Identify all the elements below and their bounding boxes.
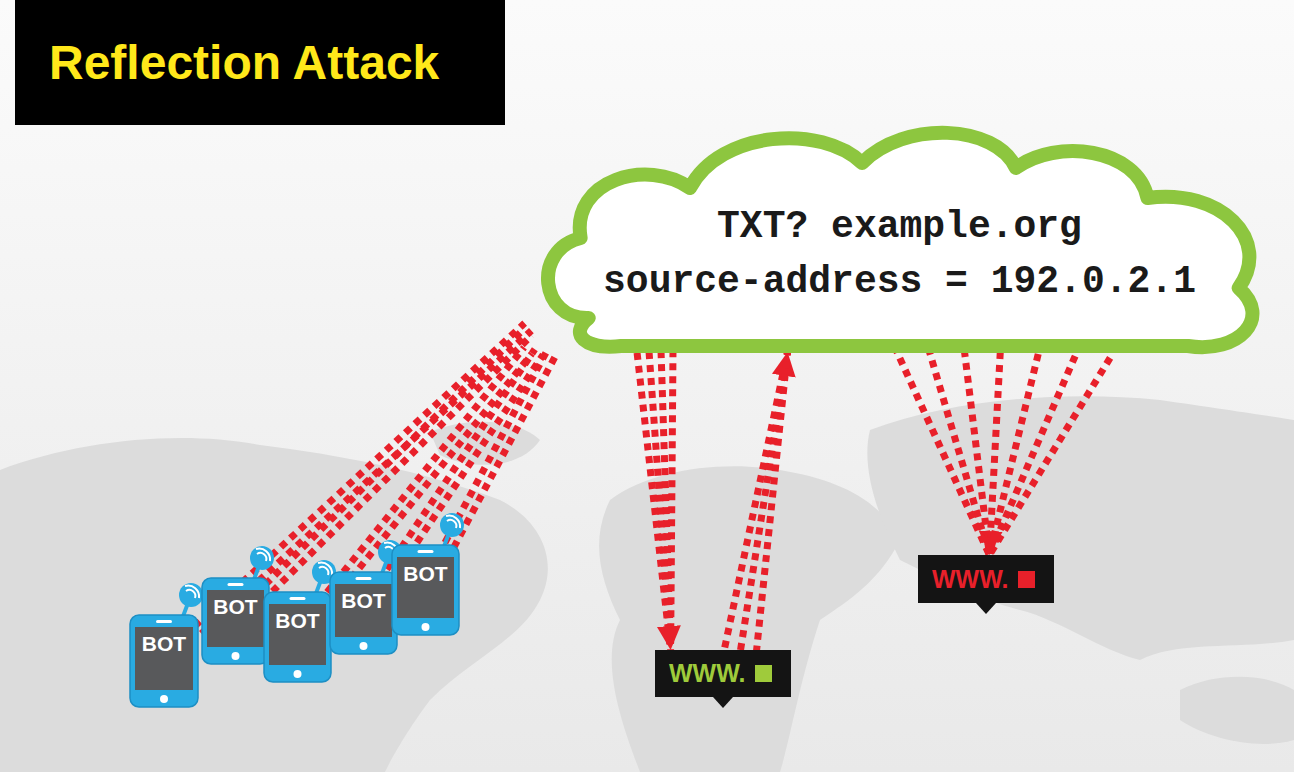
traffic-strand <box>671 350 673 650</box>
phone-icon <box>264 592 331 682</box>
dotted-traffic-arrow <box>445 350 556 548</box>
phone-speaker <box>156 620 172 623</box>
phone-drawing <box>330 540 402 654</box>
bot-label: BOT <box>341 589 385 613</box>
bot-label: BOT <box>275 609 319 633</box>
signal-wave <box>256 549 270 561</box>
traffic-strand <box>265 328 524 584</box>
traffic-strand <box>894 346 989 555</box>
phone-speaker <box>228 583 244 586</box>
bot-phone: BOT <box>130 615 198 707</box>
signal-wave <box>446 516 460 528</box>
title-banner: Reflection Attack <box>15 0 505 125</box>
phone-button <box>294 670 302 678</box>
signal-wave <box>257 553 266 561</box>
phone-body <box>392 545 459 635</box>
phone-body <box>330 572 397 654</box>
phone-screen <box>335 584 392 637</box>
antenna-dish <box>250 546 274 570</box>
phone-drawing <box>202 546 274 664</box>
dotted-traffic-arrow <box>894 346 1110 555</box>
signal-wave <box>185 586 199 598</box>
continent <box>0 438 548 772</box>
phone-body <box>202 578 269 664</box>
dotted-traffic-arrow <box>637 350 673 650</box>
phone-button <box>232 652 240 660</box>
phone-body <box>264 592 331 682</box>
phone-drawing <box>392 513 464 635</box>
traffic-strand <box>637 353 671 650</box>
screen-label: BOT <box>330 589 397 613</box>
dns-query-text: source-address = 192.0.2.1 <box>603 254 1196 309</box>
phone-button <box>160 695 168 703</box>
traffic-strand <box>989 358 1110 555</box>
phone-icon <box>202 578 269 664</box>
signal-wave <box>318 563 332 575</box>
bot-phone: BOT <box>264 592 331 682</box>
dotted-traffic-arrow <box>725 352 788 652</box>
traffic-strand <box>989 352 1000 555</box>
phone-icon <box>392 545 459 635</box>
signal-wave <box>447 520 456 528</box>
traffic-strand <box>756 352 787 652</box>
screen-label: BOT <box>202 595 269 619</box>
phone-button <box>422 623 430 631</box>
phone-speaker <box>290 597 306 600</box>
phone-icon <box>130 615 198 707</box>
phone-speaker <box>356 577 372 580</box>
phone-drawing <box>130 583 203 707</box>
continent <box>599 466 900 772</box>
antenna-dish <box>440 513 464 537</box>
phone-icon <box>330 572 397 654</box>
dotted-traffic-arrow <box>387 349 543 575</box>
phone-body <box>130 615 198 707</box>
continent <box>1180 677 1294 744</box>
traffic-strand <box>395 355 543 575</box>
signal-wave <box>186 590 195 598</box>
traffic-strand <box>725 352 788 648</box>
tag-pointer <box>713 697 733 708</box>
screen-label: BOT <box>392 562 459 586</box>
screen-label: BOT <box>264 609 331 633</box>
web-server-tag: WWW. <box>918 555 1054 603</box>
phone-drawing <box>264 560 336 682</box>
status-square <box>755 665 772 682</box>
bot-label: BOT <box>403 562 447 586</box>
tag-pointer <box>976 603 996 614</box>
cloud-text-block: TXT? example.orgsource-address = 192.0.2… <box>528 118 1271 352</box>
traffic-strand <box>445 350 548 543</box>
diagram-title: Reflection Attack <box>49 35 439 90</box>
cloud-shape <box>548 133 1252 347</box>
phone-screen <box>397 557 454 618</box>
dns-query-text: TXT? example.org <box>717 199 1082 254</box>
dns-resolver-cloud: TXT? example.orgsource-address = 192.0.2… <box>528 118 1271 352</box>
traffic-strand <box>741 352 788 650</box>
bot-phone: BOT <box>202 578 269 664</box>
bot-label: BOT <box>142 632 186 656</box>
phone-button <box>360 642 368 650</box>
server-label: WWW. <box>669 661 745 686</box>
phone-screen <box>135 627 193 690</box>
status-square <box>1018 571 1035 588</box>
server-label: WWW. <box>932 567 1008 592</box>
bot-phone: BOT <box>330 572 397 654</box>
traffic-strand <box>454 354 557 547</box>
bot-label: BOT <box>213 595 257 619</box>
screen-label: BOT <box>130 632 198 656</box>
web-server-tag: WWW. <box>655 650 791 697</box>
phone-speaker <box>418 550 434 553</box>
antenna-dish <box>179 583 203 607</box>
traffic-strand <box>928 348 989 555</box>
bot-phone: BOT <box>392 545 459 635</box>
phone-screen <box>269 604 326 665</box>
phone-screen <box>207 590 264 647</box>
signal-wave <box>319 567 328 575</box>
